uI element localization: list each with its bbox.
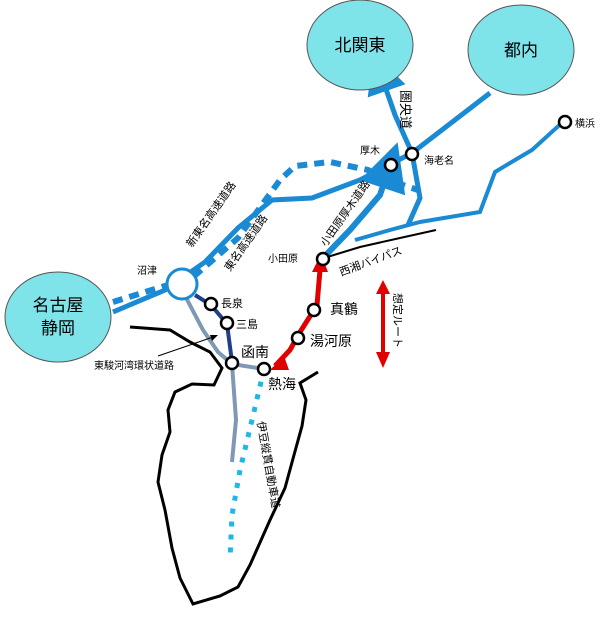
route-manazuru-odawara: [314, 269, 323, 306]
izu-coastline: [129, 325, 319, 606]
tosun-kanjo-road: [193, 293, 234, 363]
node-mishima: [219, 315, 235, 331]
tosun-callout-arrowhead: [210, 335, 218, 341]
gray-road-1: [180, 289, 234, 366]
label-yokohama: 横浜: [575, 117, 595, 130]
odawara-atsugi-road: [320, 142, 406, 261]
route-arrowhead-atami: [270, 356, 289, 370]
node-kannami: [224, 355, 240, 371]
node-numazu: [165, 267, 199, 301]
node-yokohama: [557, 114, 573, 130]
node-yugawara: [290, 330, 306, 346]
node-atsugi: [383, 157, 399, 173]
label-atsugi: 厚木: [360, 145, 380, 157]
label-shizuoka: 静岡: [41, 319, 75, 339]
yokohama-road: [354, 118, 567, 242]
region-nagoya-shizuoka: [4, 271, 112, 363]
legend-arrow-top: [376, 280, 390, 294]
node-manazuru: [306, 302, 322, 318]
shin-tomei-road: [112, 158, 419, 305]
node-nagaizumi: [203, 296, 219, 312]
sagami-coastline: [323, 229, 437, 259]
gray-road-3: [230, 363, 239, 463]
label-seisho-bypass: 西湘バイパス: [337, 243, 404, 279]
node-odawara: [315, 251, 331, 267]
region-tonai: [467, 4, 575, 96]
label-ebina: 海老名: [424, 154, 454, 167]
label-mishima: 三島: [236, 317, 258, 331]
label-atami: 熱海: [268, 377, 296, 393]
ken-o-road: [367, 53, 415, 155]
label-ken-o: 圏央道: [397, 90, 412, 129]
node-atami: [256, 361, 272, 377]
label-manazuru: 真鶴: [330, 301, 358, 318]
tosun-callout: [157, 335, 217, 357]
ebina-south-road: [405, 152, 423, 227]
label-yugawara: 湯河原: [310, 333, 352, 350]
label-tonai: 都内: [504, 41, 538, 61]
label-tosun-kanjo: 東駿河湾環状道路: [94, 359, 174, 372]
label-izu-jukan: 伊豆縦貫自動車道: [254, 420, 283, 509]
node-ebina: [404, 146, 420, 162]
label-kannami: 函南: [241, 345, 269, 361]
legend-arrow-bottom: [376, 352, 390, 368]
label-nagaizumi: 長泉: [221, 296, 243, 310]
label-odawara: 小田原: [268, 253, 298, 265]
region-kita-kanto: [306, 0, 414, 91]
label-kita-kanto: 北関東: [335, 36, 386, 56]
legend-planned-route: 想定ルート: [391, 293, 405, 348]
label-numazu: 沼津: [137, 264, 157, 277]
label-nagoya: 名古屋: [33, 296, 84, 316]
